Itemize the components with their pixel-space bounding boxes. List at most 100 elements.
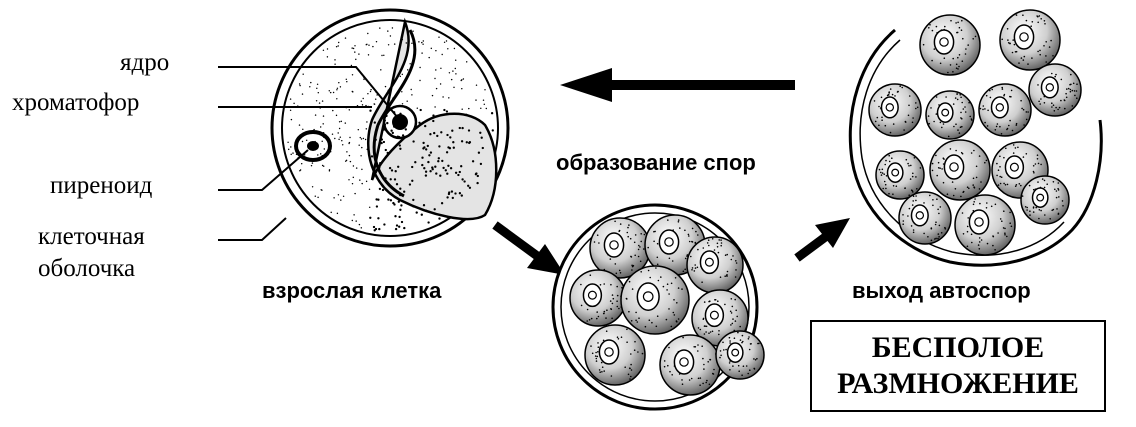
stipple-dot — [361, 138, 362, 139]
stipple-dot — [423, 167, 425, 169]
stipple-dot — [362, 104, 363, 105]
stipple-dot — [398, 125, 400, 127]
stipple-dot — [455, 73, 456, 74]
stipple-dot — [370, 89, 371, 90]
stipple-dot — [461, 127, 463, 129]
stipple-dot — [398, 136, 400, 138]
stipple-dot — [302, 93, 303, 94]
stipple-dot — [356, 167, 357, 168]
stipple-dot — [287, 142, 288, 143]
stipple-dot — [400, 204, 402, 206]
stipple-dot — [427, 161, 429, 163]
stipple-dot — [428, 57, 429, 58]
autospore — [899, 192, 951, 244]
stipple-dot — [407, 69, 408, 70]
stipple-dot — [486, 108, 487, 109]
stipple-dot — [484, 104, 485, 105]
stipple-dot — [461, 178, 463, 180]
stipple-dot — [379, 188, 381, 190]
stipple-dot — [361, 100, 362, 101]
stipple-dot — [315, 195, 316, 196]
autospore — [621, 266, 689, 334]
stipple-dot — [383, 128, 385, 130]
stipple-dot — [319, 102, 320, 103]
stipple-dot — [380, 69, 381, 70]
stipple-dot — [334, 59, 335, 60]
stipple-dot — [336, 115, 337, 116]
stipple-dot — [449, 136, 451, 138]
stipple-dot — [428, 154, 430, 156]
stipple-dot — [323, 132, 324, 133]
stipple-dot — [451, 190, 453, 192]
stipple-dot — [423, 146, 425, 148]
stipple-dot — [374, 229, 376, 231]
stipple-dot — [417, 107, 418, 108]
stipple-dot — [366, 149, 367, 150]
stipple-dot — [463, 180, 465, 182]
stipple-dot — [414, 44, 415, 45]
stipple-dot — [430, 151, 432, 153]
stipple-dot — [390, 199, 392, 201]
stipple-dot — [411, 166, 413, 168]
stipple-dot — [311, 165, 312, 166]
stipple-dot — [349, 137, 350, 138]
autospore — [570, 270, 626, 326]
autospore — [716, 331, 764, 379]
stipple-dot — [384, 124, 386, 126]
stipple-dot — [469, 187, 471, 189]
stipple-dot — [441, 160, 443, 162]
stipple-dot — [379, 27, 380, 28]
stipple-dot — [431, 166, 433, 168]
stipple-dot — [371, 155, 373, 157]
stipple-dot — [349, 155, 350, 156]
stipple-dot — [312, 132, 313, 133]
stipple-dot — [475, 99, 476, 100]
pyrenoid-label: пиреноид — [50, 173, 152, 198]
stipple-dot — [381, 138, 383, 140]
stipple-dot — [491, 112, 493, 114]
arrow-up-right — [797, 218, 850, 258]
stipple-dot — [406, 100, 407, 101]
stipple-dot — [299, 83, 300, 84]
stipple-dot — [466, 61, 467, 62]
stipple-dot — [425, 148, 427, 150]
stipple-dot — [296, 154, 297, 155]
stipple-dot — [290, 110, 291, 111]
stipple-dot — [346, 79, 347, 80]
stipple-dot — [402, 134, 404, 136]
stipple-dot — [383, 141, 385, 143]
stipple-dot — [316, 100, 317, 101]
stipple-dot — [293, 103, 294, 104]
stipple-dot — [452, 197, 454, 199]
stipple-dot — [350, 161, 351, 162]
stipple-dot — [434, 78, 435, 79]
stipple-dot — [323, 50, 324, 51]
stipple-dot — [394, 215, 396, 217]
stipple-dot — [394, 43, 395, 44]
stipple-dot — [399, 188, 401, 190]
stipple-dot — [337, 132, 338, 133]
stipple-dot — [439, 175, 441, 177]
stipple-dot — [367, 33, 368, 34]
stipple-dot — [454, 192, 456, 194]
stage-label-autospore-release: выход автоспор — [852, 280, 1031, 302]
stipple-dot — [433, 132, 435, 134]
stipple-dot — [290, 154, 291, 155]
autospore — [920, 15, 980, 75]
stipple-dot — [375, 139, 377, 141]
stipple-dot — [292, 152, 293, 153]
stipple-dot — [444, 42, 445, 43]
stipple-dot — [329, 90, 330, 91]
stipple-dot — [390, 35, 391, 36]
stipple-dot — [405, 128, 407, 130]
stipple-dot — [412, 199, 414, 201]
stipple-dot — [353, 177, 354, 178]
stipple-dot — [368, 44, 369, 45]
stipple-dot — [401, 91, 402, 92]
stipple-dot — [373, 226, 375, 228]
stipple-dot — [361, 183, 362, 184]
stipple-dot — [312, 162, 313, 163]
stipple-dot — [419, 67, 420, 68]
stipple-dot — [345, 122, 346, 123]
stipple-dot — [436, 88, 437, 89]
